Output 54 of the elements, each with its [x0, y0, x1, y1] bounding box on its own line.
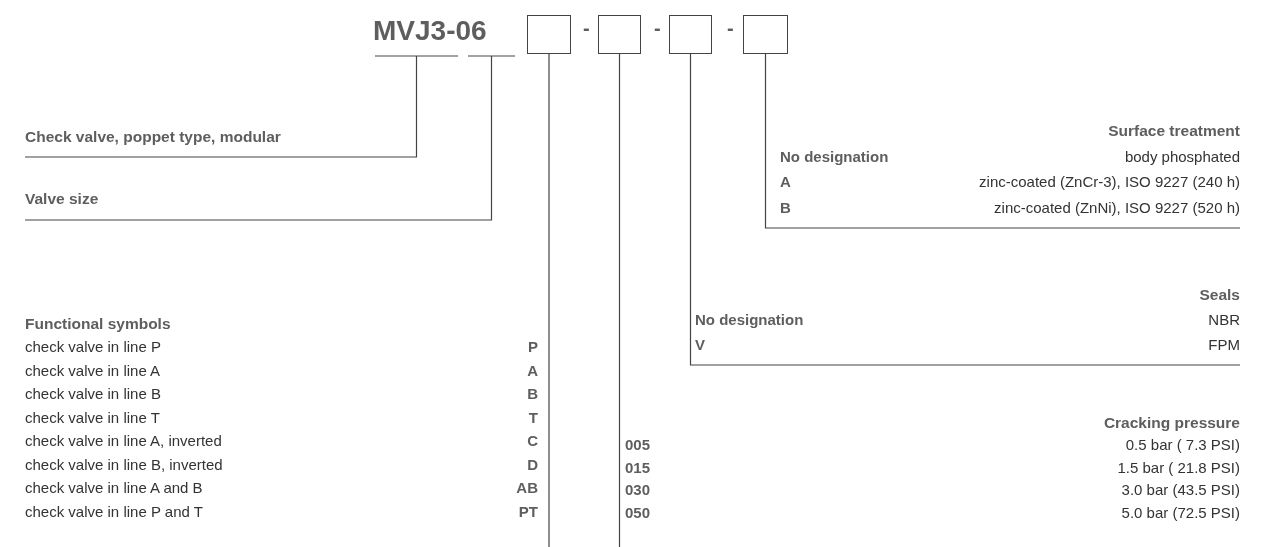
code-box — [743, 15, 788, 54]
option-code: 030 — [625, 480, 651, 501]
separator-dash: - — [727, 17, 734, 40]
option-description: zinc-coated (ZnNi), ISO 9227 (520 h) — [994, 197, 1240, 218]
option-description: check valve in line A — [25, 360, 161, 381]
separator-dash: - — [654, 17, 661, 40]
option-code: C — [527, 431, 538, 452]
option-description: check valve in line B, inverted — [25, 454, 223, 475]
option-code: No designation — [695, 310, 804, 330]
field-label: Check valve, poppet type, modular — [25, 126, 418, 157]
option-code: 015 — [625, 457, 651, 478]
model-code: MVJ3-06 — [373, 12, 518, 50]
option-description: FPM — [1208, 335, 1240, 355]
option-description: 3.0 bar (43.5 PSI) — [1121, 480, 1240, 501]
leader-line — [764, 53, 1241, 229]
leader-line — [24, 55, 516, 221]
field-label: Valve size — [25, 188, 492, 220]
leader-line — [548, 53, 550, 547]
leader-line — [24, 55, 459, 158]
option-description: zinc-coated (ZnCr-3), ISO 9227 (240 h) — [979, 172, 1240, 192]
option-code: T — [528, 407, 538, 428]
option-code: V — [695, 335, 705, 355]
section-heading: Functional symbols — [25, 314, 171, 334]
code-box — [527, 15, 571, 54]
code-box — [598, 15, 641, 54]
code-box — [669, 15, 712, 54]
option-description: check valve in line P and T — [25, 501, 203, 522]
option-description: NBR — [1208, 310, 1240, 330]
option-description: check valve in line P — [25, 337, 161, 358]
section-heading: Seals — [1199, 285, 1240, 305]
option-description: check valve in line T — [25, 407, 160, 428]
option-code: B — [527, 384, 538, 405]
option-description: 0.5 bar ( 7.3 PSI) — [1125, 435, 1240, 456]
separator-dash: - — [583, 17, 590, 40]
option-code: D — [527, 454, 538, 475]
option-code: A — [527, 360, 538, 381]
option-code: No designation — [780, 146, 889, 167]
option-description: 1.5 bar ( 21.8 PSI) — [1117, 457, 1240, 478]
option-description: 5.0 bar (72.5 PSI) — [1121, 502, 1240, 523]
option-description: check valve in line A and B — [25, 478, 203, 499]
option-description: check valve in line B — [25, 384, 161, 405]
option-description: check valve in line A, inverted — [25, 431, 222, 452]
option-description: body phosphated — [1124, 146, 1240, 167]
option-code: 005 — [625, 435, 651, 456]
option-code: PT — [518, 501, 538, 522]
option-code: B — [780, 197, 791, 218]
option-code: A — [780, 172, 791, 192]
option-code: 050 — [625, 502, 651, 523]
option-code: P — [528, 337, 538, 358]
option-code: AB — [516, 478, 538, 499]
section-heading: Cracking pressure — [1103, 413, 1240, 433]
section-heading: Surface treatment — [1108, 121, 1240, 141]
leader-line — [618, 53, 621, 547]
leader-line — [689, 53, 1241, 366]
